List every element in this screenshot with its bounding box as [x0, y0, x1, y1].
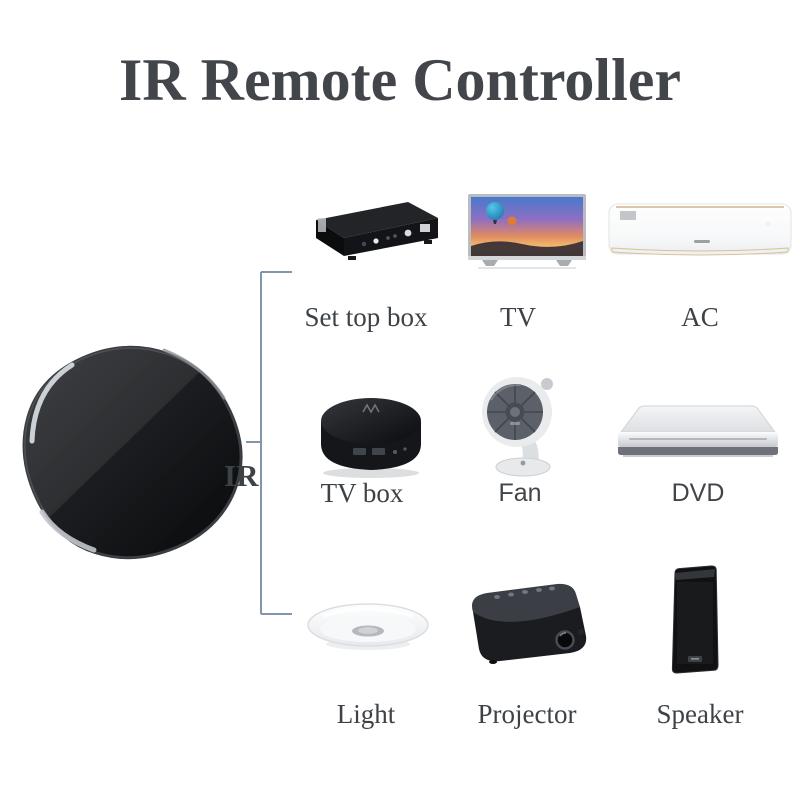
fan-image [482, 377, 553, 477]
light-hub-center [358, 627, 378, 634]
tv-image [468, 194, 586, 269]
tv-shadow [478, 267, 576, 269]
stb-foot [348, 256, 356, 260]
fan-base-button [520, 460, 526, 466]
projector-ir-window [578, 629, 584, 635]
projector-body [473, 607, 587, 662]
device-label-fan: Fan [498, 479, 542, 507]
device-label-set-top-box: Set top box [304, 302, 428, 332]
ir-hub-label: IR [224, 458, 259, 493]
device-label-ac: AC [681, 302, 719, 332]
tv-bottom-bezel [468, 256, 586, 260]
projector-lens-glint [559, 632, 567, 637]
hub-face-sheen [24, 347, 242, 558]
device-label-tv-box: TV box [320, 478, 404, 508]
fan-hub-label [510, 422, 520, 425]
page-title: IR Remote Controller [118, 47, 682, 113]
fan-base [495, 457, 551, 477]
light-top-highlight [322, 607, 414, 618]
speaker-logo-text [691, 658, 699, 660]
tv-box-usb-port [353, 448, 366, 455]
tv-foot-right [556, 260, 572, 266]
dvd-slot [629, 438, 767, 440]
tv-box-jack [403, 447, 407, 451]
hub-rim-highlight-upper-left [29, 362, 75, 444]
tv-box-logo [362, 403, 380, 414]
tv-box-shadow [323, 468, 419, 478]
stb-coax-port [404, 229, 412, 237]
stb-front-face [344, 218, 438, 256]
device-label-dvd: DVD [671, 479, 725, 507]
speaker-image [671, 565, 719, 674]
stb-button [361, 241, 367, 247]
device-label-tv: TV [500, 302, 536, 332]
speaker-grille [677, 582, 713, 664]
dvd-bottom-shadow [623, 455, 773, 457]
stb-ethernet-port [420, 224, 430, 232]
tv-balloon-large [486, 202, 504, 220]
fan-grille-highlight [490, 383, 522, 401]
device-label-speaker: Speaker [656, 699, 744, 729]
hub-rim-highlight-top-right [162, 348, 226, 400]
tv-balloon-basket [493, 220, 497, 224]
stb-knob [386, 236, 390, 240]
tv-foot-left [482, 260, 498, 266]
ac-logo [694, 240, 710, 243]
set-top-box-image [316, 202, 438, 260]
projector-buttons [494, 586, 555, 599]
light-image [307, 603, 429, 650]
connector-bracket [246, 271, 292, 615]
tv-balloon-small [507, 216, 517, 226]
stb-button [373, 238, 379, 244]
fan-rear-knob [541, 378, 553, 390]
speaker-top-face [675, 569, 715, 580]
stb-knob [393, 234, 397, 238]
projector-lens [555, 630, 575, 650]
stb-side-bracket [318, 218, 326, 232]
stb-foot [424, 240, 432, 244]
ac-bottom-lip [611, 247, 789, 256]
fan-hub-cap [510, 407, 520, 417]
hub-rim-highlight-lower-left [39, 509, 97, 553]
dvd-bottom-edge [618, 447, 778, 455]
tv-box-jack [393, 450, 397, 454]
tv-hills [471, 241, 583, 256]
device-label-light: Light [336, 699, 396, 729]
projector-foot [489, 660, 497, 664]
ac-badge [620, 211, 636, 220]
ac-indicator [765, 221, 771, 227]
tv-box-usb-port [372, 448, 385, 455]
ac-image [608, 203, 792, 256]
ac-body [608, 203, 792, 255]
dvd-image [618, 405, 778, 457]
projector-image [471, 583, 587, 664]
dvd-top-face [620, 405, 776, 433]
tv-box-top [321, 398, 421, 444]
tv-box-image [321, 398, 421, 478]
device-label-projector: Projector [477, 699, 577, 729]
stb-top-face [316, 202, 438, 238]
ir-hub-image [22, 345, 243, 560]
